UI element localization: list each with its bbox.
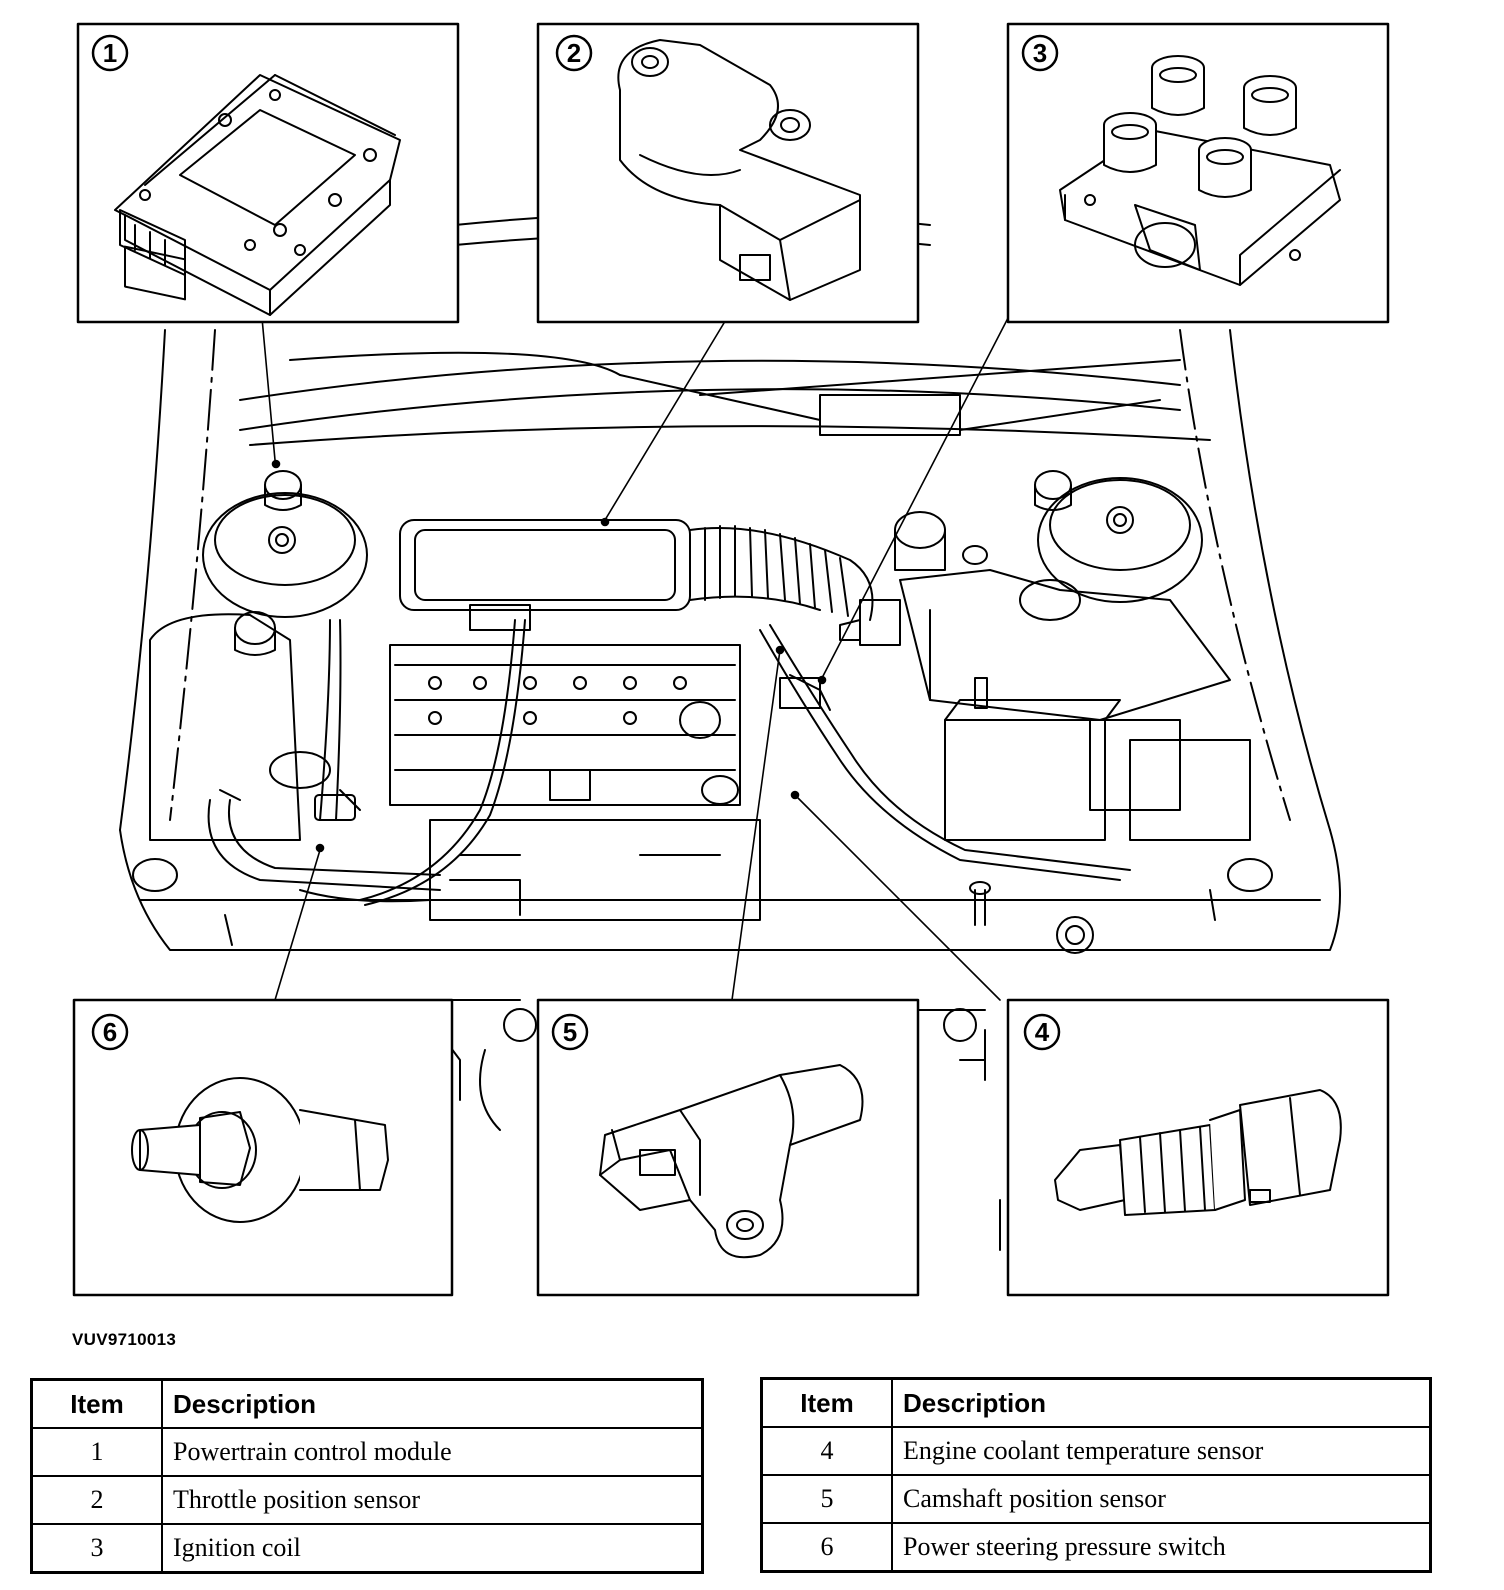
leader-line-1	[261, 317, 276, 461]
callout-badge-4	[1023, 1013, 1061, 1051]
item-description: Power steering pressure switch	[891, 1522, 1432, 1573]
callout-badge-5	[551, 1013, 589, 1051]
callout-badge-1	[91, 34, 129, 72]
column-header-description: Description	[891, 1377, 1432, 1428]
table-row: 6 Power steering pressure switch	[760, 1522, 1432, 1573]
item-description: Throttle position sensor	[161, 1475, 704, 1525]
inset-panel-6: 6	[72, 998, 454, 1297]
inset-panel-2: 2	[536, 22, 920, 324]
column-header-item: Item	[30, 1378, 163, 1429]
callout-number-5: 5	[563, 1017, 577, 1047]
legend-table-right: Item Description 4 Engine coolant temper…	[760, 1377, 1432, 1573]
leader-lines	[261, 317, 1009, 1001]
leader-line-4	[794, 794, 1001, 1001]
table-row: 2 Throttle position sensor	[30, 1475, 704, 1525]
callout-badge-3	[1021, 34, 1059, 72]
legend-table-left: Item Description 1 Powertrain control mo…	[30, 1378, 704, 1574]
callout-badge-2	[555, 34, 593, 72]
item-number: 1	[30, 1427, 163, 1477]
inset-panel-5: 5	[536, 998, 920, 1297]
column-header-item: Item	[760, 1377, 893, 1428]
callout-number-4: 4	[1035, 1017, 1050, 1047]
power-steering-pressure-switch-drawing	[131, 1077, 389, 1223]
callout-number-3: 3	[1033, 38, 1047, 68]
leader-line-2	[604, 317, 728, 521]
figure-reference-code: VUV9710013	[72, 1330, 177, 1349]
inset-panel-1: 1	[76, 22, 460, 324]
item-number: 5	[760, 1474, 893, 1524]
callout-number-1: 1	[103, 38, 117, 68]
legend-header-row: Item Description	[30, 1378, 704, 1429]
engine-coolant-temperature-sensor-drawing	[1054, 1089, 1342, 1216]
table-row: 4 Engine coolant temperature sensor	[760, 1426, 1432, 1476]
item-description: Ignition coil	[161, 1523, 704, 1574]
legend-header-row: Item Description	[760, 1377, 1432, 1428]
item-description: Camshaft position sensor	[891, 1474, 1432, 1524]
callout-number-2: 2	[567, 38, 581, 68]
item-description: Powertrain control module	[161, 1427, 704, 1477]
table-row: 1 Powertrain control module	[30, 1427, 704, 1477]
leader-line-3	[821, 317, 1009, 679]
engine-bay-diagram: 1 2	[72, 22, 1390, 1297]
inset-panel-3: 3	[1006, 22, 1390, 324]
leader-line-5	[731, 649, 781, 1001]
ignition-coil-drawing	[1059, 55, 1341, 286]
column-header-description: Description	[161, 1378, 704, 1429]
table-row: 3 Ignition coil	[30, 1523, 704, 1574]
item-number: 2	[30, 1475, 163, 1525]
item-number: 6	[760, 1522, 893, 1573]
leader-line-6	[274, 849, 321, 1001]
throttle-position-sensor-drawing	[617, 39, 861, 301]
camshaft-position-sensor-drawing	[599, 1064, 864, 1259]
table-row: 5 Camshaft position sensor	[760, 1474, 1432, 1524]
callout-badge-6	[91, 1013, 129, 1051]
item-number: 4	[760, 1426, 893, 1476]
item-number: 3	[30, 1523, 163, 1574]
item-description: Engine coolant temperature sensor	[891, 1426, 1432, 1476]
inset-panel-4: 4	[1006, 998, 1390, 1297]
callout-number-6: 6	[103, 1017, 117, 1047]
powertrain-control-module-drawing	[114, 74, 401, 316]
